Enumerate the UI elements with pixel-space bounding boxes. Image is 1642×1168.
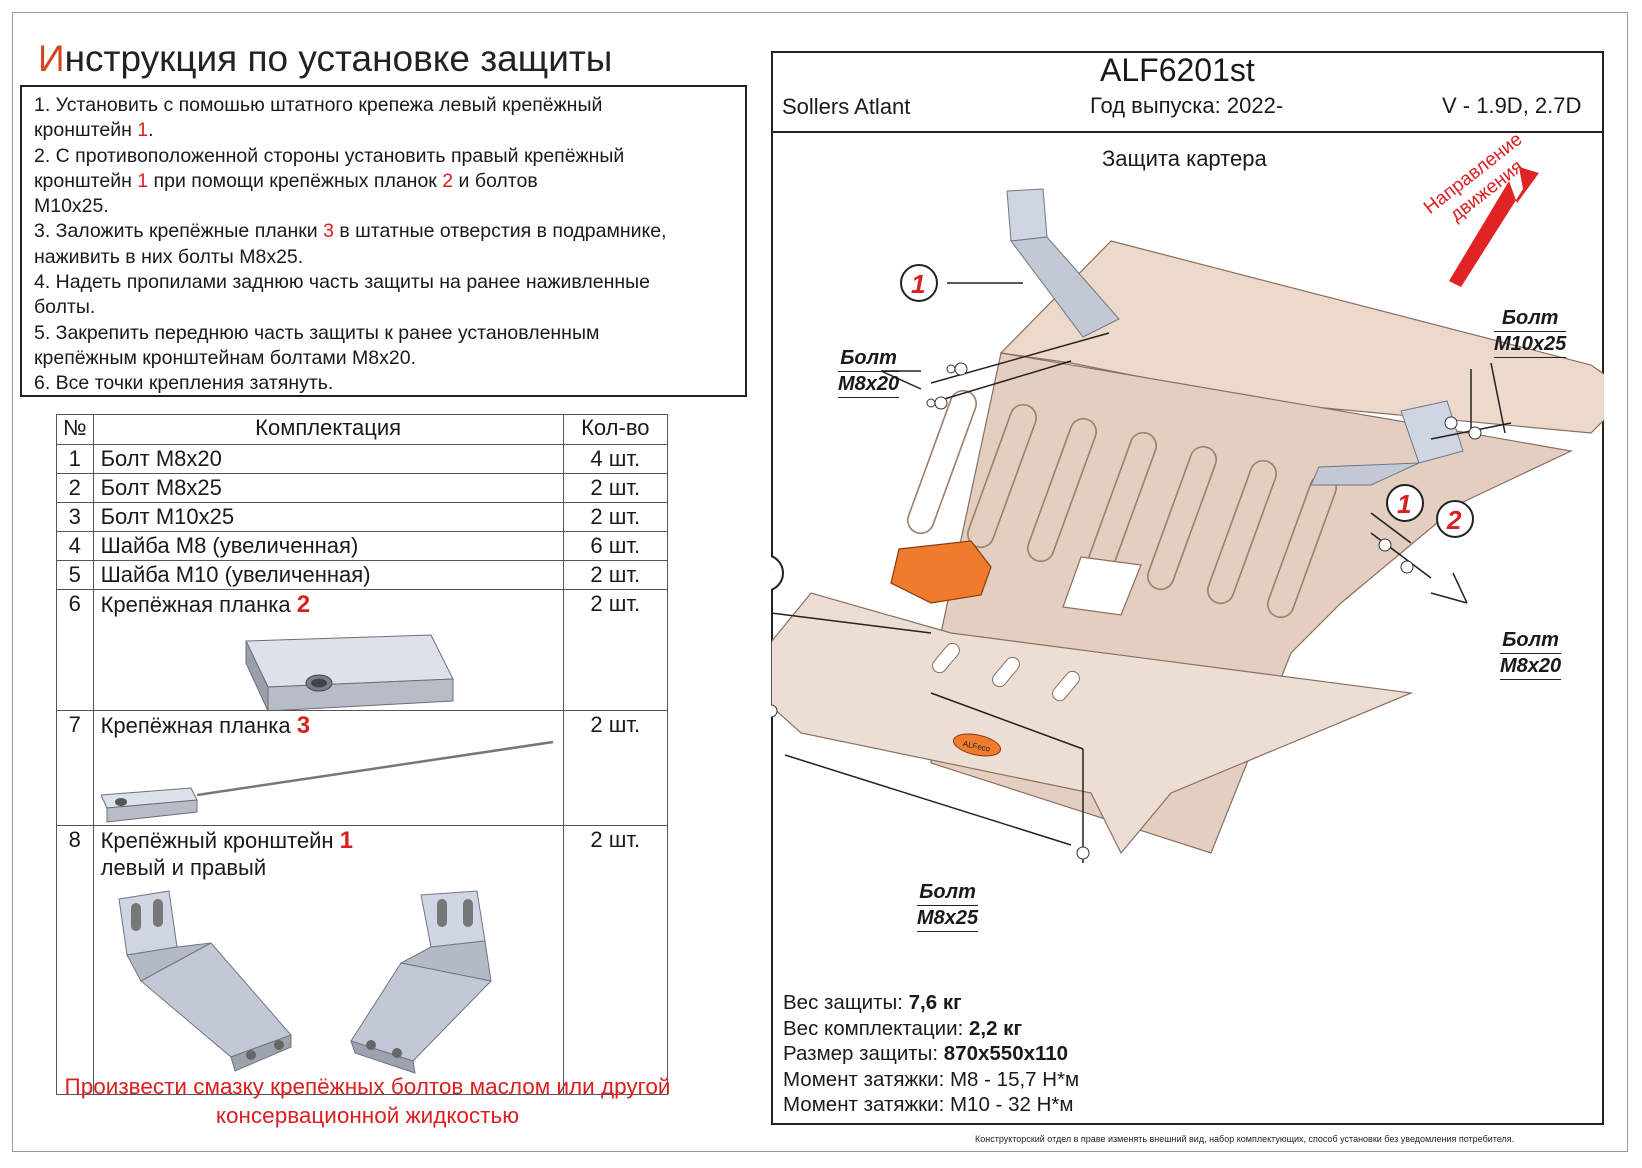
- brand-logo-icon: [952, 733, 1002, 757]
- drain-access-pad: [890, 540, 992, 604]
- instruction-step-3: 3. Заложить крепёжные планки 3 в штатные…: [34, 220, 667, 268]
- page-title: Инструкция по установке защиты: [38, 38, 613, 79]
- service-hole: [1062, 556, 1142, 616]
- specifications: Вес защиты: 7,6 кг Вес комплектации: 2,2…: [783, 990, 1079, 1118]
- instruction-step-5: 5. Закрепить переднюю часть защиты к ран…: [34, 321, 600, 369]
- instruction-step-2: 2. С противоположенной стороны установит…: [34, 144, 625, 218]
- table-row: 5 Шайба M10 (увеличенная) 2 шт.: [56, 560, 669, 590]
- table-row: 8 Крепёжный кронштейн 1 левый и правый: [56, 825, 669, 1095]
- spec-torque-m8: Момент затяжки: M8 - 15,7 Н*м: [783, 1067, 1080, 1091]
- mounting-bracket-1-image: [118, 890, 492, 1074]
- bolt-m8x20-right-callout: Болт M8x20: [1500, 628, 1562, 680]
- bolt-m8x20-left-callout: Болт M8x20: [838, 346, 900, 398]
- lubrication-note: Произвести смазку крепёжных болтов масло…: [64, 1074, 671, 1128]
- table-row: 3 Болт M10x25 2 шт.: [56, 502, 669, 532]
- skid-plate-front: [771, 592, 1414, 855]
- disclaimer: Конструкторский отдел в праве изменять в…: [975, 1134, 1515, 1144]
- spec-weight: Вес защиты: 7,6 кг: [783, 991, 962, 1014]
- page-border: [12, 12, 1628, 1152]
- header-divider: [771, 131, 1604, 133]
- table-row: 4 Шайба M8 (увеличенная) 6 шт.: [56, 531, 669, 561]
- table-row: 2 Болт M8x25 2 шт.: [56, 473, 669, 503]
- svg-text:1: 1: [911, 269, 925, 299]
- kit-table: № Комплектация Кол-во 1 Болт M8x20 4 шт.…: [56, 414, 669, 1095]
- instructions-box: 1. Установить с помошью штатного крепежа…: [20, 85, 747, 397]
- table-row: 6 Крепёжная планка 2 2 шт.: [56, 589, 669, 711]
- svg-text:2: 2: [1446, 505, 1462, 535]
- product-code: ALF6201st: [1100, 52, 1255, 88]
- kit-table-header: № Комплектация Кол-во: [56, 414, 669, 445]
- spec-size: Размер защиты: 870x550x110: [783, 1042, 1069, 1065]
- callout-number-1-right: 1: [1386, 484, 1424, 522]
- bolt-m10x25-callout: Болт M10x25: [1494, 306, 1567, 358]
- engine-spec: V - 1.9D, 2.7D: [1442, 93, 1582, 118]
- instruction-step-6: 6. Все точки крепления затянуть.: [34, 372, 334, 395]
- instruction-step-4: 4. Надеть пропилами заднюю часть защиты …: [34, 271, 650, 319]
- instruction-step-1: 1. Установить с помошью штатного крепежа…: [34, 94, 603, 142]
- callout-number-1-top: 1: [900, 264, 938, 302]
- bolt-m8x25-callout: Болт M8x25: [917, 880, 979, 932]
- mounting-plate-2-image: [244, 634, 454, 710]
- car-model: Sollers Atlant: [782, 94, 911, 119]
- table-row: 7 Крепёжная планка 3 2 шт.: [56, 710, 669, 826]
- spec-torque-m10: Момент затяжки: M10 - 32 Н*м: [783, 1093, 1074, 1116]
- assembly-drawing: ALFeco 1: [771, 167, 1604, 863]
- direction-arrow-icon: [1449, 167, 1539, 287]
- mounting-plate-3-image: [100, 740, 553, 823]
- production-year: Год выпуска: 2022-: [1090, 93, 1284, 118]
- spec-kit-weight: Вес комплектации: 2,2 кг: [783, 1016, 1022, 1040]
- right-bracket-icon: [1400, 400, 1464, 464]
- svg-text:1: 1: [1397, 489, 1411, 519]
- left-bracket-icon: [1006, 188, 1048, 242]
- part-title: Защита картера: [1102, 146, 1267, 171]
- table-row: 1 Болт M8x20 4 шт.: [56, 444, 669, 474]
- callout-number-2: 2: [1436, 500, 1474, 538]
- callout-number-3: 3: [771, 554, 784, 592]
